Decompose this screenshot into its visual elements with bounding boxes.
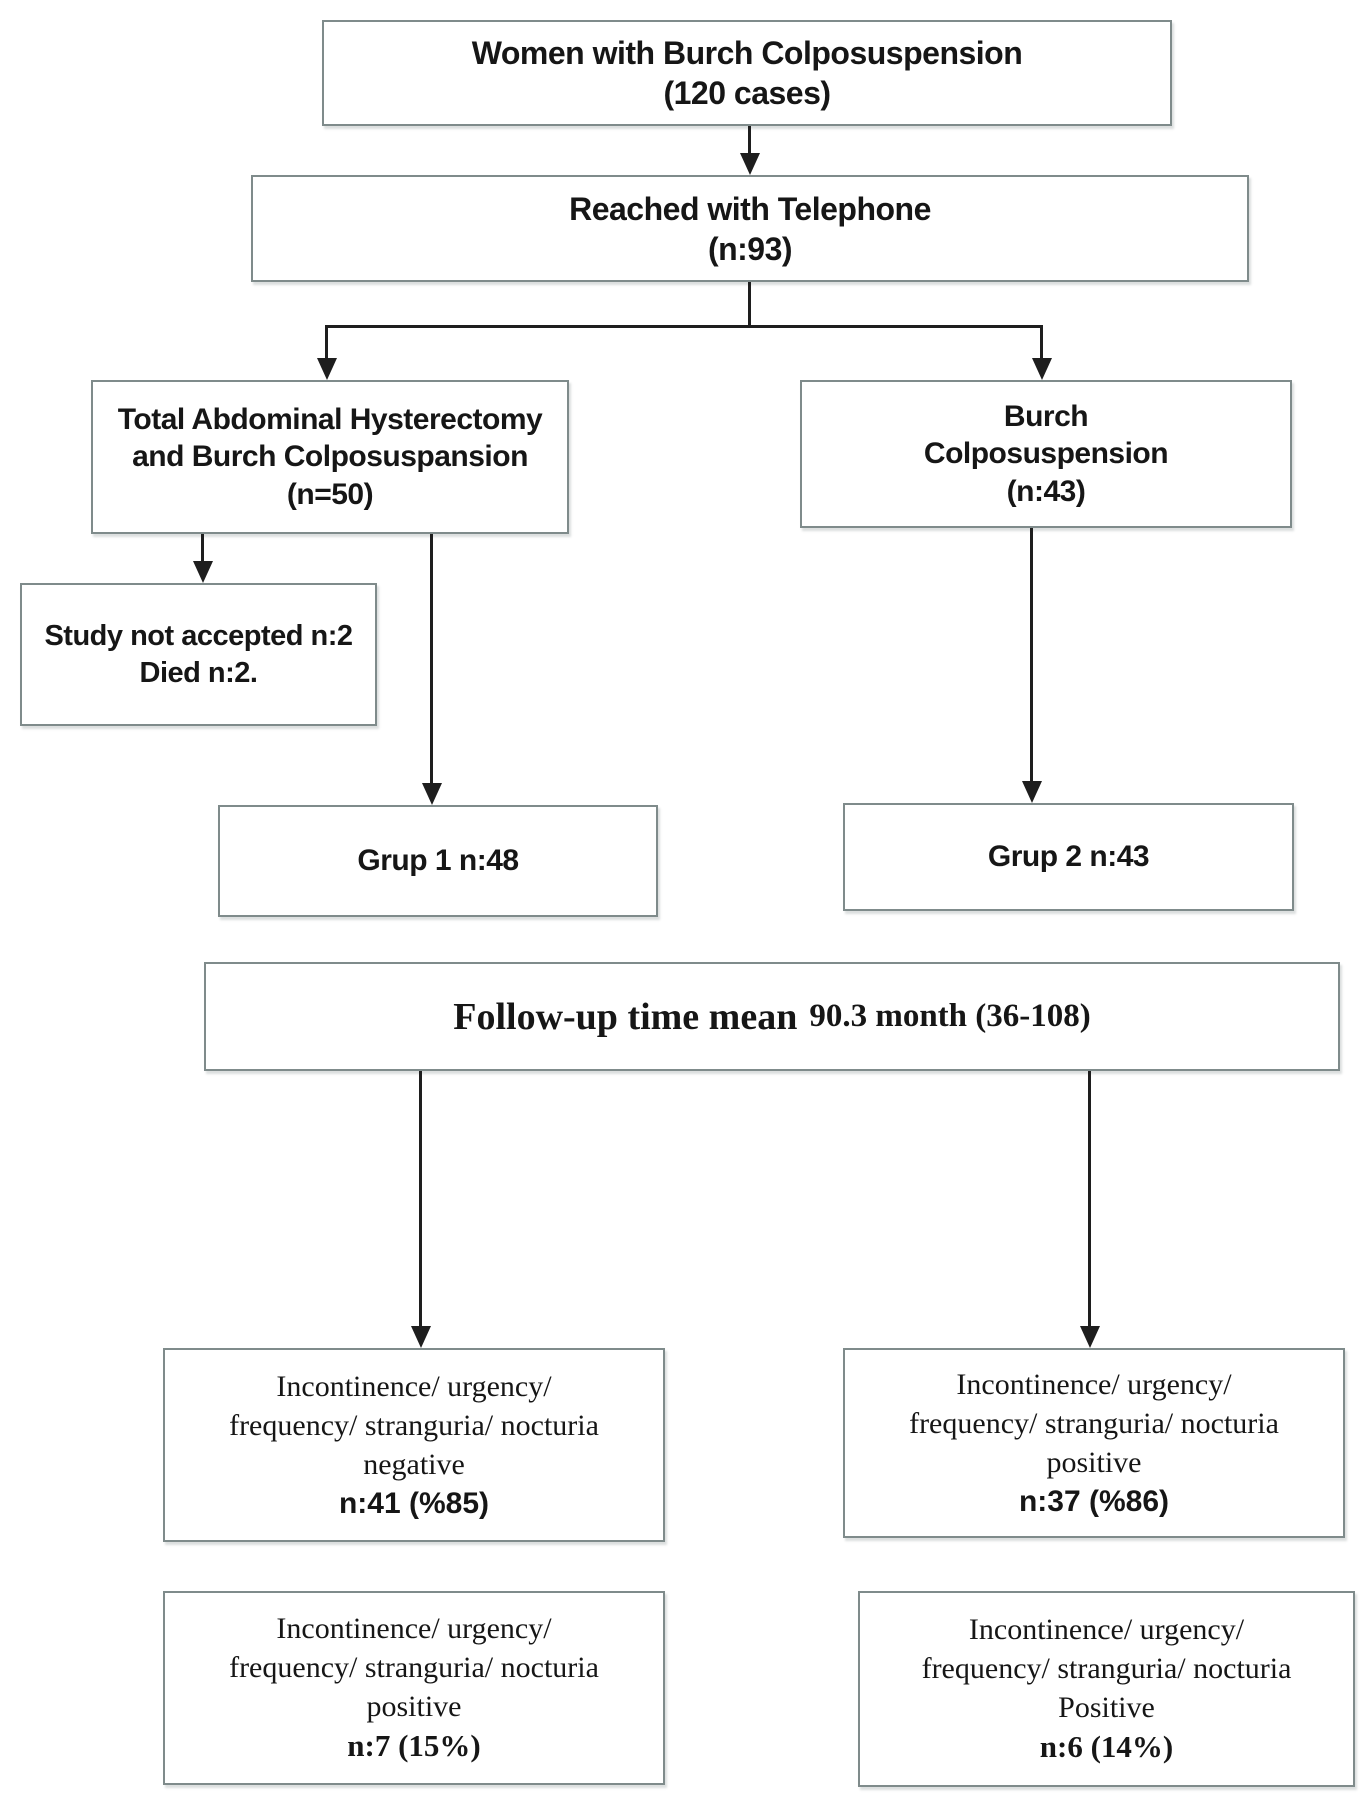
node-outcome-group1-negative: Incontinence/ urgency/ frequency/ strang… [163, 1348, 665, 1542]
node-women-line-1: Women with Burch Colposuspension [471, 35, 1023, 71]
outcome-g1r2-count: n:7 (15%) [347, 1728, 481, 1764]
node-reached-with-telephone: Reached with Telephone (n:93) [251, 175, 1249, 282]
node-excluded-line-1: Study not accepted n:2 [44, 620, 353, 653]
connector-followup-to-outcome-right [1088, 1071, 1091, 1328]
connector-burch-to-group2 [1030, 528, 1033, 783]
outcome-g2r2-line-3: Positive [1058, 1691, 1155, 1725]
node-group2-label: Grup 2 n:43 [987, 840, 1150, 874]
outcome-g1r1-count: n:41 (%85) [338, 1487, 490, 1520]
outcome-g1r1-line-1: Incontinence/ urgency/ [276, 1370, 552, 1403]
arrowhead-women-to-reached [740, 153, 760, 175]
arrowhead-split-to-burch [1032, 358, 1052, 380]
node-burch-line-2: Colposuspension [923, 437, 1169, 471]
connector-tah-to-group1 [430, 534, 433, 785]
arrowhead-tah-to-excluded [193, 561, 213, 583]
node-tah-line-3: (n=50) [286, 477, 374, 511]
outcome-g1r2-line-1: Incontinence/ urgency/ [276, 1612, 552, 1646]
node-tah-line-1: Total Abdominal Hysterectomy [117, 402, 543, 436]
connector-followup-to-outcome-left [419, 1071, 422, 1328]
outcome-g1r1-line-2: frequency/ stranguria/ nocturia [229, 1409, 599, 1442]
node-outcome-group2-positive: Incontinence/ urgency/ frequency/ strang… [843, 1348, 1345, 1538]
outcome-g2r1-line-3: positive [1046, 1446, 1142, 1479]
outcome-g2r2-line-2: frequency/ stranguria/ nocturia [921, 1652, 1292, 1686]
followup-label-main: Follow-up time mean [453, 995, 798, 1038]
outcome-g1r1-line-3: negative [363, 1448, 465, 1481]
node-women-with-burch: Women with Burch Colposuspension (120 ca… [322, 20, 1172, 126]
node-tah-and-burch: Total Abdominal Hysterectomy and Burch C… [91, 380, 569, 534]
outcome-g2r2-line-1: Incontinence/ urgency/ [968, 1613, 1245, 1647]
node-group1-label: Grup 1 n:48 [357, 844, 519, 878]
outcome-g2r1-line-1: Incontinence/ urgency/ [956, 1368, 1232, 1401]
node-reached-line-1: Reached with Telephone [569, 190, 931, 227]
node-burch-colposuspension: Burch Colposuspension (n:43) [800, 380, 1292, 528]
connector-split-to-burch [1040, 325, 1043, 361]
arrowhead-split-to-tah [317, 358, 337, 380]
node-outcome-group2-positive-2: Incontinence/ urgency/ frequency/ strang… [858, 1591, 1355, 1787]
outcome-g2r1-line-2: frequency/ stranguria/ nocturia [909, 1407, 1279, 1440]
outcome-g2r2-count: n:6 (14%) [1039, 1729, 1174, 1765]
node-outcome-group1-positive: Incontinence/ urgency/ frequency/ strang… [163, 1591, 665, 1785]
arrowhead-followup-to-outcome-right [1080, 1326, 1100, 1348]
outcome-g1r2-line-3: positive [366, 1690, 462, 1724]
node-followup-time: Follow-up time mean 90.3 month (36-108) [204, 962, 1340, 1071]
node-burch-line-1: Burch [1003, 399, 1089, 433]
node-burch-line-3: (n:43) [1006, 474, 1086, 508]
node-group2: Grup 2 n:43 [843, 803, 1294, 911]
node-women-line-2: (120 cases) [663, 75, 831, 111]
connector-women-to-reached [748, 126, 751, 158]
arrowhead-tah-to-group1 [422, 783, 442, 805]
followup-label-detail: 90.3 month (36-108) [809, 998, 1091, 1034]
node-tah-line-2: and Burch Colposuspansion [132, 440, 528, 474]
arrowhead-followup-to-outcome-left [411, 1326, 431, 1348]
node-reached-line-2: (n:93) [707, 230, 793, 267]
connector-split-to-tah [325, 325, 328, 361]
arrowhead-burch-to-group2 [1022, 781, 1042, 803]
node-study-not-accepted: Study not accepted n:2 Died n:2. [20, 583, 377, 726]
connector-split-line [325, 325, 1043, 328]
connector-tah-to-excluded [201, 534, 204, 564]
outcome-g2r1-count: n:37 (%86) [1018, 1485, 1170, 1518]
connector-reached-stem [748, 282, 751, 328]
node-excluded-line-2: Died n:2. [139, 656, 258, 689]
node-group1: Grup 1 n:48 [218, 805, 658, 917]
outcome-g1r2-line-2: frequency/ stranguria/ nocturia [229, 1651, 599, 1685]
